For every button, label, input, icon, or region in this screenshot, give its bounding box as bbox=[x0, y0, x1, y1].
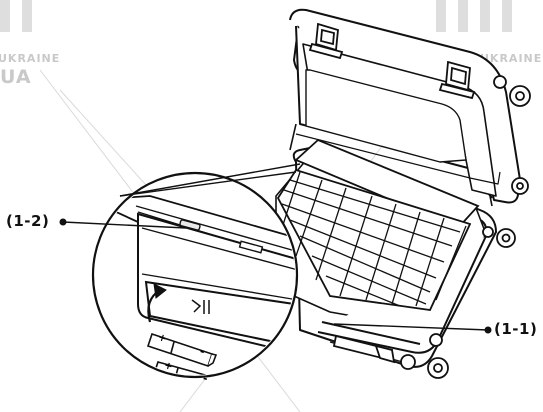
lid-latch-right bbox=[438, 60, 476, 100]
callout-label-suitcase: (1-1) bbox=[494, 320, 538, 338]
watermark-bars bbox=[0, 0, 512, 32]
magnifier-guides bbox=[119, 163, 301, 197]
callout-label-battery-door: (1-2) bbox=[6, 212, 50, 230]
suitcase-lid bbox=[289, 8, 522, 207]
base-hardware bbox=[332, 226, 516, 379]
magnifier-content bbox=[95, 195, 295, 375]
lid-wheels bbox=[493, 75, 531, 195]
door-slide-icon bbox=[191, 299, 210, 314]
watermark-left-line1: UKRAINE bbox=[0, 52, 61, 65]
callout-leaders bbox=[59, 218, 492, 334]
battery-1 bbox=[146, 332, 218, 368]
watermark-right-line1: UKRAINE bbox=[480, 52, 543, 65]
reset-slot bbox=[179, 219, 201, 231]
watermark-left-line2: UA bbox=[0, 66, 32, 88]
lid-latch-left bbox=[308, 22, 344, 60]
mesh-net bbox=[276, 168, 472, 311]
usb-port bbox=[238, 240, 264, 254]
